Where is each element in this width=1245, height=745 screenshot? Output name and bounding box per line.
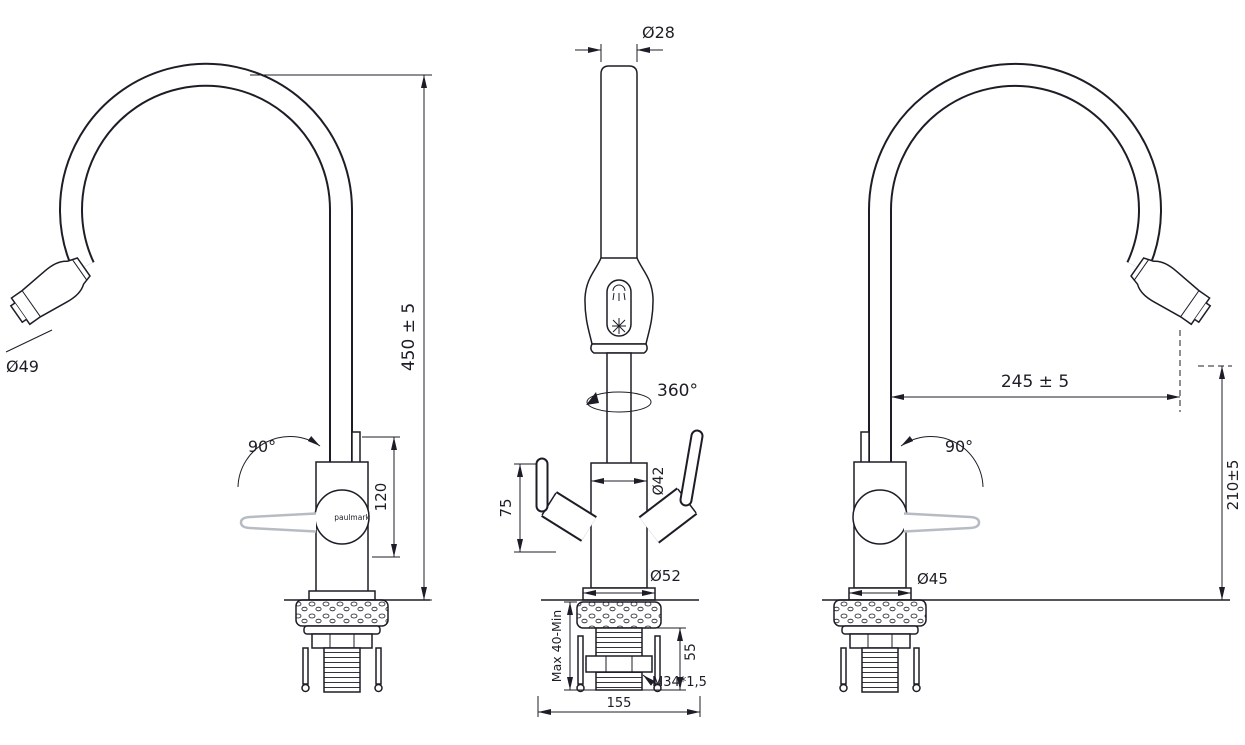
- top-diameter-label: Ø28: [642, 23, 675, 42]
- base-diameter-label: Ø52: [650, 567, 681, 585]
- handle-height-label: 75: [497, 498, 515, 517]
- view-front: 360° Ø28: [497, 23, 707, 717]
- mount-screw: [375, 647, 382, 685]
- mode-selector: [606, 279, 632, 337]
- body-flange: [308, 590, 376, 601]
- dim-total-height: 450 ± 5: [250, 74, 432, 601]
- threaded-shank: [323, 647, 361, 693]
- spray-mode-icon: [612, 284, 626, 301]
- handle-angle-label: 90°: [248, 437, 276, 456]
- base-flange: [848, 587, 912, 601]
- body-height-label: 120: [372, 483, 390, 512]
- dim-spout-reach: 245 ± 5: [891, 330, 1181, 412]
- rotation-arrow-icon: [586, 392, 599, 405]
- dim-base-diameter: Ø52: [583, 567, 681, 596]
- neck-pipe: [606, 352, 632, 466]
- view-side-left: paulmark 450 ± 5: [5, 62, 432, 693]
- shank-length-label: 55: [683, 643, 699, 661]
- hex-nut: [311, 633, 373, 649]
- dim-shank-length: 55: [642, 627, 699, 691]
- brand-label: paulmark: [334, 513, 370, 522]
- mounting-hardware: [295, 599, 389, 693]
- view-side-right: 245 ± 5 210±5 90° Ø45: [822, 62, 1242, 693]
- handle-lever: [903, 512, 981, 533]
- swivel-symbol: [586, 391, 652, 413]
- washer: [841, 625, 919, 635]
- dim-handle-angle: 90°: [237, 436, 321, 488]
- dim-base-diameter: Ø45: [849, 570, 948, 596]
- mount-screw: [577, 635, 584, 685]
- body-diameter-label: Ø42: [651, 467, 667, 496]
- spray-head-rim: [590, 343, 648, 354]
- riser-pipe: [600, 65, 638, 258]
- spout-diameter-label: Ø49: [6, 357, 39, 376]
- stream-mode-icon: [612, 318, 626, 334]
- dim-top-diameter: Ø28: [575, 23, 675, 62]
- washer: [303, 625, 381, 635]
- dim-body-diameter: Ø42: [591, 467, 667, 496]
- spray-head: [9, 257, 91, 326]
- handle-angle-label: 90°: [945, 437, 973, 456]
- base-flange-front: [582, 587, 656, 601]
- angle-arc: [237, 436, 321, 488]
- base-width-label: 155: [607, 696, 632, 711]
- mounting-hardware: [833, 599, 927, 693]
- dim-body-height: 120: [362, 436, 400, 558]
- spout-pipe-fill: [61, 64, 351, 600]
- mounting-hardware-front: [576, 601, 662, 693]
- dim-spout-height: 210±5: [1198, 365, 1242, 600]
- spout-pipe-fill: [870, 64, 1160, 600]
- spout-height-label: 210±5: [1224, 460, 1242, 511]
- gasket: [576, 601, 662, 629]
- mount-screw: [913, 647, 920, 685]
- handle-joint: [852, 489, 908, 545]
- total-height-label: 450 ± 5: [399, 303, 419, 371]
- mount-screw: [302, 647, 309, 685]
- dim-handle-height: 75: [497, 463, 556, 553]
- hex-nut: [849, 633, 911, 649]
- thread-spec-label: M34*1,5: [652, 675, 707, 690]
- base-diameter-label: Ø45: [917, 570, 948, 588]
- lever-rod: [860, 431, 870, 465]
- hex-nut: [585, 655, 653, 673]
- body-front: [590, 462, 648, 589]
- swivel-label: 360°: [657, 381, 698, 401]
- dim-mount-thickness: Max 40-Min: [549, 601, 596, 691]
- angle-arc: [900, 436, 984, 488]
- handle-lever: [239, 512, 317, 533]
- gasket: [295, 599, 389, 627]
- dim-spout-diameter: Ø49: [5, 329, 53, 376]
- gasket: [833, 599, 927, 627]
- threaded-shank: [861, 647, 899, 693]
- dim-thread-spec: M34*1,5: [642, 674, 707, 690]
- dim-base-width: 155: [537, 696, 701, 717]
- dim-handle-angle: 90°: [900, 436, 984, 488]
- mount-thickness-label: Max 40-Min: [549, 610, 564, 682]
- mount-screw: [840, 647, 847, 685]
- spray-head: [1130, 257, 1212, 326]
- lever-rod: [351, 431, 361, 465]
- spout-reach-label: 245 ± 5: [1001, 372, 1069, 392]
